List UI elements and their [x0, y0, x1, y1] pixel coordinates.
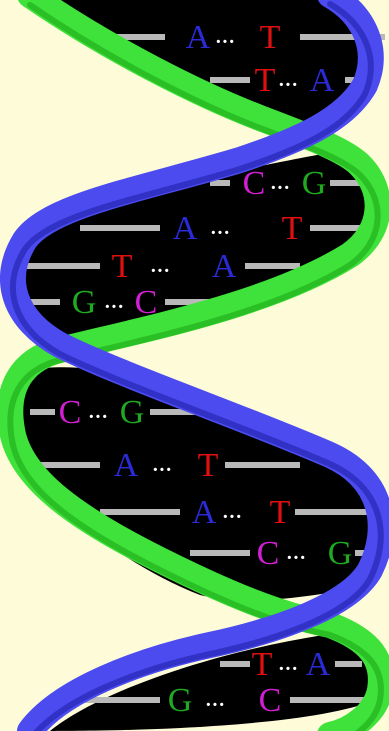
base-letter-right: A: [212, 248, 237, 285]
base-letter-right: G: [328, 535, 353, 572]
backbone-bar-left: [30, 409, 55, 415]
backbone-bar-left: [190, 550, 250, 556]
base-letter-left: G: [168, 682, 193, 719]
backbone-bar-right: [225, 462, 300, 468]
hydrogen-bond-dots: ···: [205, 694, 225, 716]
base-letter-right: G: [302, 165, 327, 202]
hydrogen-bond-dots: ···: [270, 177, 290, 199]
hydrogen-bond-dots: ···: [152, 459, 172, 481]
base-letter-right: T: [260, 19, 281, 56]
base-letter-left: T: [255, 62, 276, 99]
backbone-bar-left: [85, 697, 160, 703]
hydrogen-bond-dots: ···: [215, 31, 235, 53]
hydrogen-bond-dots: ···: [210, 222, 230, 244]
base-letter-right: A: [310, 62, 335, 99]
base-letter-left: G: [72, 284, 97, 321]
backbone-bar-left: [25, 263, 100, 269]
backbone-bar-left: [210, 77, 250, 83]
base-letter-left: A: [114, 447, 139, 484]
base-letter-right: A: [306, 646, 331, 683]
backbone-bar-right: [290, 697, 365, 703]
base-letter-left: A: [192, 494, 217, 531]
backbone-bar-left: [220, 661, 250, 667]
base-letter-left: A: [186, 19, 211, 56]
backbone-bar-right: [245, 263, 300, 269]
hydrogen-bond-dots: ···: [104, 296, 124, 318]
base-letter-left: A: [173, 210, 198, 247]
hydrogen-bond-dots: ···: [286, 547, 306, 569]
hydrogen-bond-dots: ···: [222, 506, 242, 528]
backbone-bar-left: [100, 509, 180, 515]
backbone-bar-right: [310, 225, 365, 231]
base-letter-right: T: [270, 494, 291, 531]
backbone-bar-right: [335, 661, 362, 667]
base-letter-right: T: [282, 210, 303, 247]
base-letter-left: C: [257, 535, 280, 572]
base-letter-left: C: [59, 394, 82, 431]
backbone-bar-left: [80, 225, 160, 231]
hydrogen-bond-dots: ···: [278, 658, 298, 680]
base-letter-right: G: [120, 394, 145, 431]
hydrogen-bond-dots: ···: [88, 406, 108, 428]
base-letter-left: T: [112, 248, 133, 285]
hydrogen-bond-dots: ···: [278, 74, 298, 96]
base-letter-left: T: [252, 646, 273, 683]
hydrogen-bond-dots: ···: [150, 260, 170, 282]
base-letter-right: C: [259, 682, 282, 719]
base-letter-right: T: [198, 447, 219, 484]
